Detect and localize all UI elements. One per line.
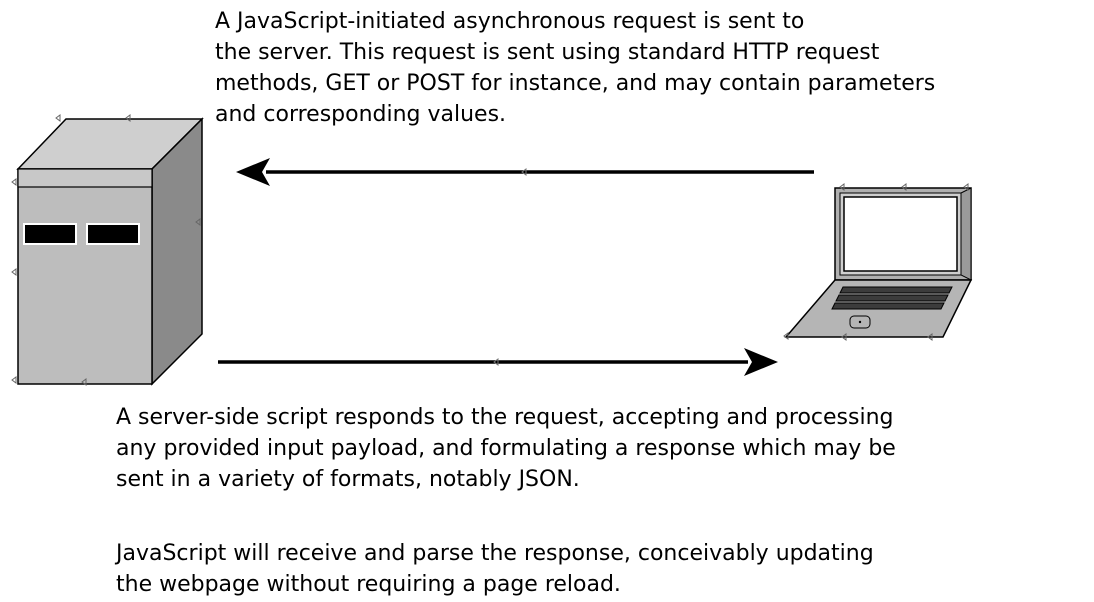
request-arrow (236, 158, 814, 186)
server-icon (11, 114, 204, 386)
request-description: A JavaScript-initiated asynchronous requ… (215, 9, 936, 127)
response-arrow (218, 348, 778, 376)
laptop-icon (783, 183, 973, 341)
update-description: JavaScript will receive and parse the re… (116, 541, 874, 597)
response-description: A server-side script responds to the req… (116, 405, 896, 492)
